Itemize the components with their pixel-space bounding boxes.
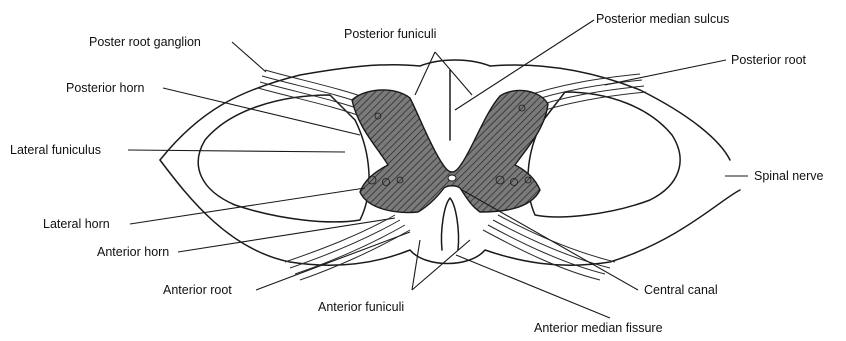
label-anterior-horn: Anterior horn	[97, 246, 169, 259]
label-posterior-median-sulcus: Posterior median sulcus	[596, 13, 729, 26]
label-lateral-horn: Lateral horn	[43, 218, 110, 231]
right-funiculus-region	[528, 92, 680, 217]
central-canal	[448, 175, 456, 181]
anterior-root-fibers-left	[285, 215, 410, 280]
spinal-cord-outline	[160, 60, 730, 160]
lateral-funiculus-region	[198, 95, 369, 222]
label-anterior-funiculi: Anterior funiculi	[318, 301, 404, 314]
label-posterior-root: Posterior root	[731, 54, 806, 67]
anterior-root-fibers-right	[483, 215, 615, 280]
label-central-canal: Central canal	[644, 284, 718, 297]
label-posterior-funiculi: Posterior funiculi	[344, 28, 436, 41]
label-anterior-median-fissure: Anterior median fissure	[534, 322, 663, 335]
label-spinal-nerve: Spinal nerve	[754, 170, 824, 183]
label-anterior-root: Anterior root	[163, 284, 232, 297]
anterior-median-fissure	[441, 198, 458, 250]
label-posterior-horn: Posterior horn	[66, 82, 145, 95]
label-poster-root-ganglion: Poster root ganglion	[89, 36, 201, 49]
label-lateral-funiculus: Lateral funiculus	[10, 144, 101, 157]
